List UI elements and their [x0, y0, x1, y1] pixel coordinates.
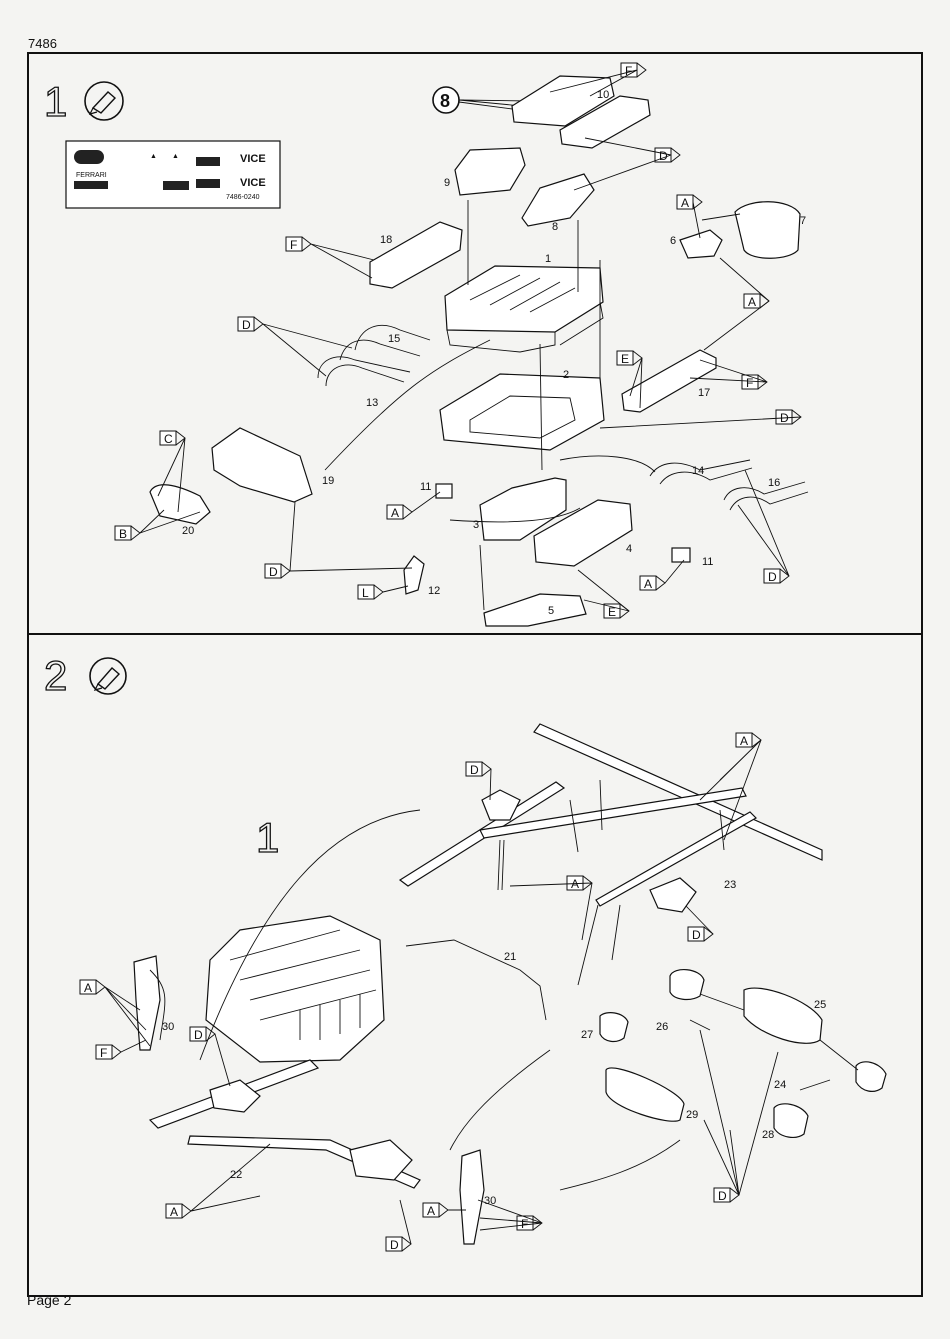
svg-text:23: 23: [724, 879, 736, 891]
tag-d-23-top: D: [466, 762, 491, 777]
svg-text:1: 1: [256, 814, 279, 861]
svg-text:1: 1: [545, 253, 551, 265]
svg-text:D: D: [718, 1189, 727, 1203]
svg-text:11: 11: [420, 481, 431, 493]
svg-text:A: A: [427, 1204, 435, 1218]
svg-text:D: D: [659, 149, 668, 163]
svg-text:13: 13: [366, 397, 378, 409]
tag-f-30-left: F: [96, 1045, 121, 1060]
tag-d-bottom: D: [386, 1237, 411, 1252]
svg-text:19: 19: [322, 475, 334, 487]
tag-d-exhaust: D: [714, 1188, 739, 1203]
svg-text:10: 10: [597, 89, 609, 101]
callout-8-text: 8: [440, 91, 450, 111]
svg-text:F: F: [290, 238, 297, 252]
svg-text:5: 5: [548, 605, 554, 617]
svg-text:15: 15: [388, 333, 400, 345]
svg-text:17: 17: [698, 387, 710, 399]
svg-text:14: 14: [692, 465, 704, 477]
tag-a-23: A: [736, 733, 761, 748]
glue-icon: [85, 82, 123, 120]
svg-text:2: 2: [563, 369, 569, 381]
svg-text:25: 25: [814, 999, 826, 1011]
svg-text:D: D: [470, 763, 479, 777]
svg-text:F: F: [521, 1217, 528, 1231]
decal-left-logo: FERRARI: [76, 172, 107, 179]
step-1-number: 1: [44, 78, 67, 125]
tag-a-6: A: [677, 195, 702, 210]
svg-text:16: 16: [768, 477, 780, 489]
svg-text:▲: ▲: [150, 153, 157, 160]
svg-text:L: L: [362, 586, 369, 600]
svg-text:30: 30: [162, 1021, 174, 1033]
svg-text:A: A: [740, 734, 748, 748]
svg-text:A: A: [748, 295, 756, 309]
step-2-number-text: 2: [44, 652, 67, 699]
svg-text:27: 27: [581, 1029, 593, 1041]
svg-text:29: 29: [686, 1109, 698, 1121]
svg-text:21: 21: [504, 951, 516, 963]
svg-text:▲: ▲: [172, 153, 179, 160]
step-2-parts: [105, 724, 886, 1244]
svg-text:F: F: [100, 1046, 107, 1060]
svg-text:6: 6: [670, 235, 676, 247]
svg-text:24: 24: [774, 1079, 786, 1091]
big-callout-1: 1: [256, 814, 279, 861]
svg-text:7: 7: [800, 215, 806, 227]
svg-text:28: 28: [762, 1129, 774, 1141]
tag-l-12: L: [358, 585, 383, 600]
svg-text:B: B: [119, 527, 127, 541]
tag-a-11-left: A: [387, 505, 412, 520]
svg-text:A: A: [170, 1205, 178, 1219]
svg-text:A: A: [644, 577, 652, 591]
tag-b-20: B: [115, 526, 140, 541]
decal-sheet-code: 7486-0240: [226, 194, 260, 201]
tag-d-23-bottom: D: [688, 927, 713, 942]
tag-d-right-top: D: [655, 148, 680, 163]
svg-text:C: C: [164, 432, 173, 446]
svg-text:9: 9: [444, 177, 450, 189]
svg-text:F: F: [746, 376, 753, 390]
svg-text:D: D: [194, 1028, 203, 1042]
tag-a-22: A: [166, 1204, 191, 1219]
svg-text:A: A: [681, 196, 689, 210]
svg-text:D: D: [390, 1238, 399, 1252]
svg-text:20: 20: [182, 525, 194, 537]
tag-a-30-right: A: [423, 1203, 448, 1218]
step-1-number-text: 1: [44, 78, 67, 125]
tag-d-15: D: [238, 317, 263, 332]
tag-e-17: E: [617, 351, 642, 366]
svg-text:22: 22: [230, 1169, 242, 1181]
svg-text:E: E: [621, 352, 629, 366]
decal-vice-2: VICE: [240, 177, 266, 189]
svg-text:18: 18: [380, 234, 392, 246]
decal-vice-1: VICE: [240, 153, 266, 165]
svg-text:D: D: [692, 928, 701, 942]
svg-text:26: 26: [656, 1021, 668, 1033]
decal-sheet: FERRARI ▲ ▲ VICE VICE 7486-0240: [66, 141, 280, 208]
tag-c-20: C: [160, 431, 185, 446]
svg-text:30: 30: [484, 1195, 496, 1207]
tag-a-17: A: [744, 294, 769, 309]
tag-f-17: F: [742, 375, 767, 390]
svg-text:D: D: [768, 570, 777, 584]
svg-text:3: 3: [473, 519, 479, 531]
svg-text:8: 8: [552, 221, 558, 233]
step-2-number: 2: [44, 652, 67, 699]
glue-icon: [90, 658, 126, 694]
svg-text:A: A: [391, 506, 399, 520]
tag-d-19: D: [265, 564, 290, 579]
tag-d-22: D: [190, 1027, 215, 1042]
tag-a-11-right: A: [640, 576, 665, 591]
svg-text:11: 11: [702, 556, 713, 568]
svg-text:4: 4: [626, 543, 632, 555]
svg-text:D: D: [242, 318, 251, 332]
tag-list-step2: A D A D A F D A D A F D: [80, 733, 761, 1252]
svg-text:D: D: [269, 565, 278, 579]
svg-text:12: 12: [428, 585, 440, 597]
tag-a-30-left: A: [80, 980, 105, 995]
tag-f-18: F: [286, 237, 311, 252]
svg-text:A: A: [84, 981, 92, 995]
